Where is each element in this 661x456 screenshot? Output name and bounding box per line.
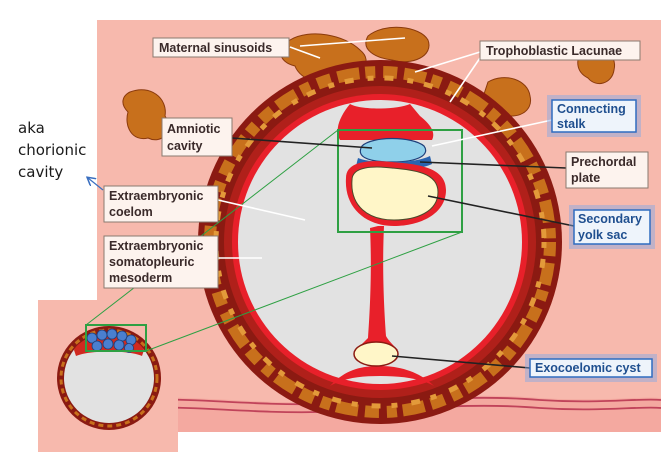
label-prechordal-plate-line1: Prechordal (571, 155, 636, 169)
leader-exocoelomic (391, 355, 531, 369)
label-secondary-yolk-sac-line2: yolk sac (578, 228, 627, 242)
exocoelomic-cyst (353, 341, 399, 367)
annotation-line2: chorionic (18, 141, 86, 159)
label-secondary-yolk-sac: Secondary yolk sac (569, 205, 655, 249)
leader-maternal-sinusoids-2 (299, 37, 406, 47)
label-extraembryonic-coelom-line2: coelom (109, 205, 153, 219)
label-connecting-stalk-line1: Connecting (557, 102, 626, 116)
label-maternal-sinusoids: Maternal sinusoids (152, 37, 290, 58)
inset-cavity (64, 333, 154, 423)
leader-coelom (217, 199, 306, 221)
zoom-line-top (85, 129, 339, 326)
leader-yolk-sac (427, 195, 575, 227)
label-maternal-sinusoids-text: Maternal sinusoids (159, 41, 272, 55)
trophoblastic-lacunae-ring (204, 66, 556, 418)
leader-amniotic (231, 137, 373, 149)
leader-connecting-stalk (431, 119, 553, 147)
label-trophoblastic-lacunae-text: Trophoblastic Lacunae (486, 44, 622, 58)
label-amniotic-cavity-line2: cavity (167, 139, 202, 153)
label-trophoblastic-lacunae: Trophoblastic Lacunae (479, 40, 641, 61)
label-somatopleuric-mesoderm: Extraembryonic somatopleuric mesoderm (103, 235, 219, 289)
label-extraembryonic-coelom: Extraembryonic coelom (103, 185, 219, 223)
leader-lacunae-1 (414, 51, 481, 73)
label-somatopleuric-line2: somatopleuric (109, 255, 194, 269)
annotation-line3: cavity (18, 163, 63, 181)
annotation-arrow (88, 178, 104, 191)
label-somatopleuric-line3: mesoderm (109, 271, 172, 285)
label-exocoelomic-cyst-text: Exocoelomic cyst (535, 361, 641, 375)
label-prechordal-plate-line2: plate (571, 171, 600, 185)
label-connecting-stalk-line2: stalk (557, 117, 586, 131)
secondary-yolk-sac (351, 166, 439, 221)
label-amniotic-cavity-line1: Amniotic (167, 122, 221, 136)
leader-lacunae-2 (449, 57, 481, 103)
label-prechordal-plate: Prechordal plate (565, 151, 649, 189)
zoom-frame (337, 129, 463, 233)
leader-prechordal (419, 161, 567, 169)
label-amniotic-cavity: Amniotic cavity (161, 117, 233, 157)
label-somatopleuric-line1: Extraembryonic (109, 239, 204, 253)
label-secondary-yolk-sac-line1: Secondary (578, 212, 642, 226)
exocoelomic-membrane (330, 366, 434, 386)
inset-zoom-frame (85, 324, 147, 352)
label-connecting-stalk: Connecting stalk (547, 95, 641, 137)
annotation-line1: aka (18, 119, 45, 137)
zoom-line-bottom (145, 231, 463, 352)
amniotic-cavity (359, 137, 427, 163)
label-exocoelomic-cyst: Exocoelomic cyst (525, 354, 657, 382)
leader-maternal-sinusoids (289, 46, 321, 59)
stalk-to-cyst (356, 226, 398, 350)
label-extraembryonic-coelom-line1: Extraembryonic (109, 189, 204, 203)
lacunae-highlights (213, 75, 547, 409)
